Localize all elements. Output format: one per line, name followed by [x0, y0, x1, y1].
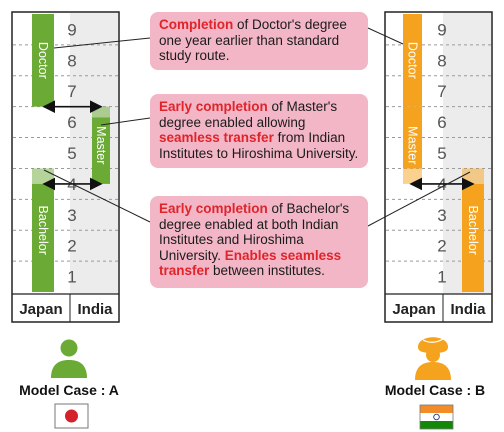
bar-a-bachelor-overlap: [32, 168, 54, 184]
callout-bachelor-text-1: of Bachelor's degree enabled at both Ind…: [159, 201, 350, 263]
level-label: 3: [67, 206, 76, 225]
level-label: 7: [437, 82, 446, 101]
level-label: 1: [67, 268, 76, 287]
callout-connectors: [43, 27, 471, 227]
callout-master-text-2: from Indian Institutes to Hiroshima Univ…: [159, 130, 359, 161]
bar-b-bachelor-label: Bachelor: [466, 206, 480, 255]
bar-a-doctor-label: Doctor: [36, 42, 50, 79]
level-label: 6: [437, 113, 446, 132]
bar-b-doctor: [403, 14, 422, 107]
connector-top-right: [367, 27, 404, 45]
person-green-icon: [51, 339, 87, 378]
level-label: 1: [437, 268, 446, 287]
level-label: 9: [67, 20, 76, 39]
callout-bachelor-highlight-2: Enables seamless transfer: [159, 247, 342, 279]
panel-a-column-india: India: [77, 301, 113, 318]
callout-master-highlight-2: seamless transfer: [159, 130, 274, 145]
level-label: 6: [67, 113, 76, 132]
level-label: 8: [437, 51, 446, 70]
bar-a-bachelor-label: Bachelor: [36, 206, 50, 255]
bar-a-master-label: Master: [94, 126, 108, 164]
callout-doctor-completion: Completion of Doctor's degree one year e…: [150, 12, 368, 70]
panel-b-column-india: India: [450, 301, 486, 318]
callout-doctor-text: of Doctor's degree one year earlier than…: [159, 17, 347, 63]
bar-b-doctor-label: Doctor: [406, 42, 420, 79]
panel-model-a: Japan India 1 2 3 4 5 6 7 8 9 Doctor Bac…: [11, 11, 120, 323]
callout-bachelor-highlight-1: Early completion: [159, 201, 268, 216]
bar-b-bachelor-overlap: [462, 168, 484, 184]
bar-a-doctor: [32, 14, 54, 107]
bar-b-bachelor: [462, 183, 484, 292]
callout-master-text-1: of Master's degree enabled allowing: [159, 99, 338, 130]
bar-a-master-overlap: [92, 106, 110, 118]
panel-model-b: Japan India 1 2 3 4 5 6 7 8 9 Doctor Mas…: [384, 11, 493, 323]
callout-bachelor-completion: Early completion of Bachelor's degree en…: [150, 196, 368, 288]
panel-a-column-japan: Japan: [19, 301, 62, 318]
callout-master-highlight-1: Early completion: [159, 99, 268, 114]
panel-b-column-japan: Japan: [392, 301, 435, 318]
flag-india-icon: [419, 404, 454, 430]
connector-middle-left: [100, 117, 151, 126]
model-case-b-label: Model Case : B: [384, 382, 486, 398]
flag-japan-icon: [54, 403, 89, 429]
bar-a-master: [92, 117, 110, 184]
level-label: 2: [437, 237, 446, 256]
level-label: 5: [67, 144, 76, 163]
bar-b-master-label: Master: [406, 126, 420, 164]
panel-b-level-labels: 1 2 3 4 5 6 7 8 9: [437, 20, 446, 286]
bar-a-bachelor: [32, 183, 54, 292]
level-label: 9: [437, 20, 446, 39]
level-label: 5: [437, 144, 446, 163]
level-label: 2: [67, 237, 76, 256]
bar-b-master: [403, 106, 422, 169]
callout-doctor-highlight: Completion: [159, 17, 234, 32]
callout-bachelor-text-2: between institutes.: [209, 263, 325, 278]
bar-b-master-overlap: [403, 168, 422, 184]
person-turban-icon: [415, 337, 451, 380]
connector-bottom-right: [367, 171, 471, 227]
callout-master-completion: Early completion of Master's degree enab…: [150, 94, 368, 168]
connector-bottom-left: [43, 169, 151, 223]
model-case-a-label: Model Case : A: [19, 382, 119, 398]
level-label: 7: [67, 82, 76, 101]
level-label: 8: [67, 51, 76, 70]
level-label: 3: [437, 206, 446, 225]
connector-top-left: [53, 37, 151, 49]
panel-a-level-labels: 1 2 3 4 5 6 7 8 9: [67, 20, 76, 286]
